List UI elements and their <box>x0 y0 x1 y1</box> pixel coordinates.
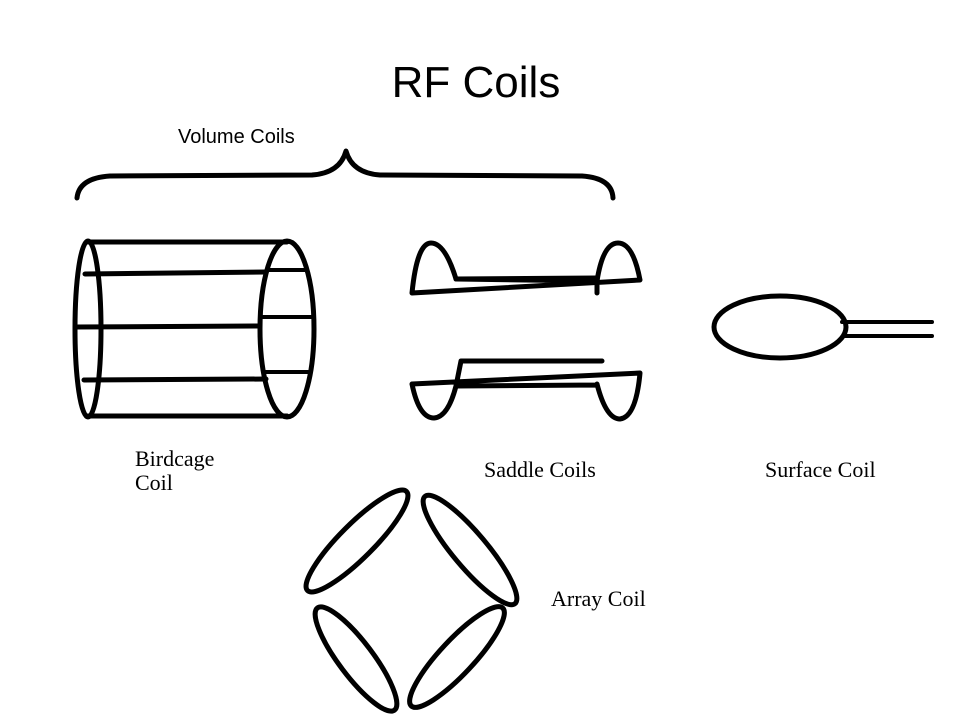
birdcage-rung <box>81 376 269 383</box>
slide-title: RF Coils <box>391 58 561 107</box>
birdcage-rung <box>72 323 262 330</box>
birdcage-coil-label-line1: Birdcage <box>135 446 215 471</box>
saddle-coil-upper <box>409 240 643 296</box>
volume-coils-brace <box>74 148 616 201</box>
surface-coil-loop <box>711 293 849 361</box>
birdcage-coil-label: Birdcage Coil <box>135 447 214 495</box>
saddle-coil-lower <box>409 358 643 422</box>
saddle-coils-shape <box>409 240 643 422</box>
array-coil-element-top-left <box>303 487 411 595</box>
birdcage-coil-shape <box>72 238 317 420</box>
array-coil-shape <box>303 487 520 714</box>
array-coil-element-top-right <box>420 492 520 608</box>
birdcage-rung <box>82 269 269 277</box>
birdcage-coil-label-line2: Coil <box>135 470 173 495</box>
surface-coil-label: Surface Coil <box>765 457 876 482</box>
birdcage-front-ring <box>257 238 317 420</box>
volume-coils-label: Volume Coils <box>178 126 295 148</box>
surface-coil-shape <box>711 293 934 361</box>
array-coil-element-bottom-right <box>407 604 507 710</box>
array-coil-element-bottom-left <box>312 604 400 714</box>
saddle-coil-upper-trace <box>453 275 600 282</box>
array-coil-label: Array Coil <box>551 586 646 611</box>
saddle-coils-label: Saddle Coils <box>484 457 596 482</box>
